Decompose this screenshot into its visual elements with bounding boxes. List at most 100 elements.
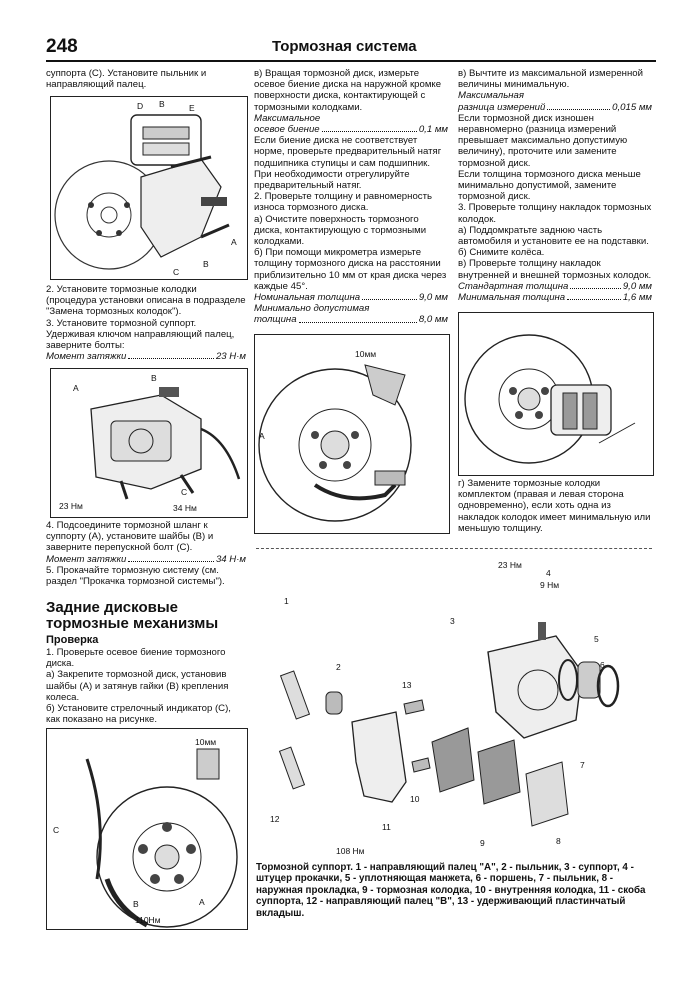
col3-p5: а) Поддомкратьте заднюю часть автомобиля… [458,224,649,248]
col2-spec1-label1: Максимальное [254,112,321,124]
caliper-mount-drawing: A B C 23 Нм 34 Нм [59,373,241,513]
col3-text: в) Вычтите из максимальной измеренной ве… [458,68,652,303]
col3-p1: в) Вычтите из максимальной измеренной ве… [458,68,643,91]
fig1-label-a: A [231,237,237,247]
col3-spec3-value: 1,6 мм [622,292,652,304]
col1-p3: 3. Установите тормозной суппорт. Удержив… [46,317,235,352]
col2-p3: 2. Проверьте толщину и равномерность изн… [254,191,432,214]
exploded-caption: Тормозной суппорт. 1 - направляющий пале… [256,862,646,919]
torque1-value: 23 Н·м [215,351,246,363]
col2-spec3-label2: толщина [254,314,297,326]
torque2-value: 34 Н·м [215,553,246,565]
exploded-label-13: 13 [402,680,412,690]
col3-p2: Если тормозной диск изношен неравномерно… [458,112,628,169]
fig4-label-a: A [259,431,265,441]
col2-spec2-value: 9,0 мм [418,292,448,304]
fig2-label-b: B [151,373,157,383]
exploded-separator [256,548,652,549]
exploded-label-7: 7 [580,760,585,770]
fig2-torque-23: 23 Нм [59,501,83,511]
col1-intro: суппорта (С). Установите пыльник и напра… [46,68,246,90]
exploded-label-9: 9 [480,838,485,848]
exploded-label-5: 5 [594,634,599,644]
col2-p5: б) При помощи микрометра измерьте толщин… [254,247,447,292]
col3-p8: г) Замените тормозные колодки комплектом… [458,478,651,534]
col2-spec3-value: 8,0 мм [418,314,448,326]
col3-spec2-value: 9,0 мм [622,280,652,292]
col2-spec2-label: Номинальная толщина [254,292,361,304]
col3-p4: 3. Проверьте толщину накладок тормозных … [458,202,652,225]
fig3-label-10mm: 10мм [195,737,216,747]
torque-spec-1: Момент затяжки 23 Н·м [46,351,246,362]
exploded-label-11: 11 [382,822,391,832]
figure-pad-thickness [458,312,654,476]
col2-spec1-label2: осевое биение [254,124,320,136]
col3-spec1-label2: разница измерений [458,101,546,113]
fig4-label-10mm: 10мм [355,349,376,359]
col2-p2: Если биение диска не соответствует норме… [254,135,442,192]
col3-spec1-label1: Максимальная [458,90,524,102]
col2-spec2: Номинальная толщина 9,0 мм [254,292,448,303]
exploded-torque-23: 23 Нм [498,560,522,570]
figure-caliper-mount: A B C 23 Нм 34 Нм [50,368,248,518]
figure-dial-indicator: 10мм C A B 110Нм [46,728,248,930]
col1-p7: а) Закрепите тормозной диск, установив ш… [46,669,229,703]
col3-p7: в) Проверьте толщину накладок внутренней… [458,258,652,281]
torque2-label: Момент затяжки [46,553,127,565]
exploded-caliper-drawing: 1 2 3 4 5 6 7 8 9 10 11 12 13 23 Нм 9 Нм… [270,560,620,856]
fig2-label-a: A [73,383,79,393]
section-title: Задние дисковые тормозные механизмы [46,599,219,632]
exploded-label-2: 2 [336,662,341,672]
fig1-label-d: D [137,101,143,111]
col1-p5: 5. Прокачайте тормозную систему (см. раз… [46,564,225,588]
col3-spec2-label: Стандартная толщина [458,280,569,292]
exploded-label-3: 3 [450,616,455,626]
col3-spec3: Минимальная толщина 1,6 мм [458,292,652,303]
dial-indicator-drawing: 10мм C A B 110Нм [53,737,238,928]
pad-thickness-drawing [464,334,636,464]
torque-spec-2: Момент затяжки 34 Н·м [46,554,246,565]
col1-inspection: 1. Проверьте осевое биение тормозного ди… [46,647,246,725]
col1-p4: 4. Подсоедините тормозной шланг к суппор… [46,520,214,554]
fig3-label-b: B [133,899,139,909]
figure-caliper-pin: D B E A B C [50,96,248,280]
col3-spec3-label: Минимальная толщина [458,292,566,304]
fig1-label-e: E [189,103,195,113]
exploded-label-8: 8 [556,836,561,846]
fig3-torque: 110Нм [135,915,161,925]
fig2-torque-34: 34 Нм [173,503,197,513]
col2-spec1: осевое биение 0,1 мм [254,124,448,135]
header-rule [46,60,656,62]
page-number: 248 [46,36,78,57]
micrometer-drawing: 10мм A [258,349,412,522]
fig1-label-c: C [173,267,179,277]
exploded-label-10: 10 [410,794,420,804]
col3-spec1: разница измерений 0,015 мм [458,102,652,113]
caliper-pin-drawing: D B E A B C [54,99,237,277]
figure-micrometer: 10мм A [254,334,450,534]
exploded-label-4: 4 [546,568,551,578]
col1-p2: 2. Установите тормозные колодки (процеду… [46,284,246,318]
col1-steps-4-5: 4. Подсоедините тормозной шланг к суппор… [46,520,246,587]
fig3-label-c: C [53,825,59,835]
exploded-torque-108: 108 Нм [336,846,365,856]
figure-exploded-caliper: 1 2 3 4 5 6 7 8 9 10 11 12 13 23 Нм 9 Нм… [256,552,652,860]
col2-spec3-label1: Минимально допустимая [254,303,370,315]
fig2-label-c: C [181,487,187,497]
col3-p6: б) Снимите колёса. [458,247,545,259]
fig3-label-a: A [199,897,205,907]
fig1-label-b2: B [203,259,209,269]
col1-p1: суппорта (С). Установите пыльник и напра… [46,68,207,91]
fig1-label-b: B [159,99,165,109]
col1-p8: б) Установите стрелочный индикатор (С), … [46,703,231,726]
col2-text: в) Вращая тормозной диск, измерьте осево… [254,68,448,326]
col2-spec3: толщина 8,0 мм [254,314,448,325]
subsection-title: Проверка [46,634,99,646]
col2-spec1-value: 0,1 мм [418,124,448,136]
col3-spec2: Стандартная толщина 9,0 мм [458,281,652,292]
col3-spec1-value: 0,015 мм [612,101,652,113]
col2-p1: в) Вращая тормозной диск, измерьте осево… [254,68,442,113]
page-title: Тормозная система [272,38,417,55]
exploded-label-12: 12 [270,814,280,824]
